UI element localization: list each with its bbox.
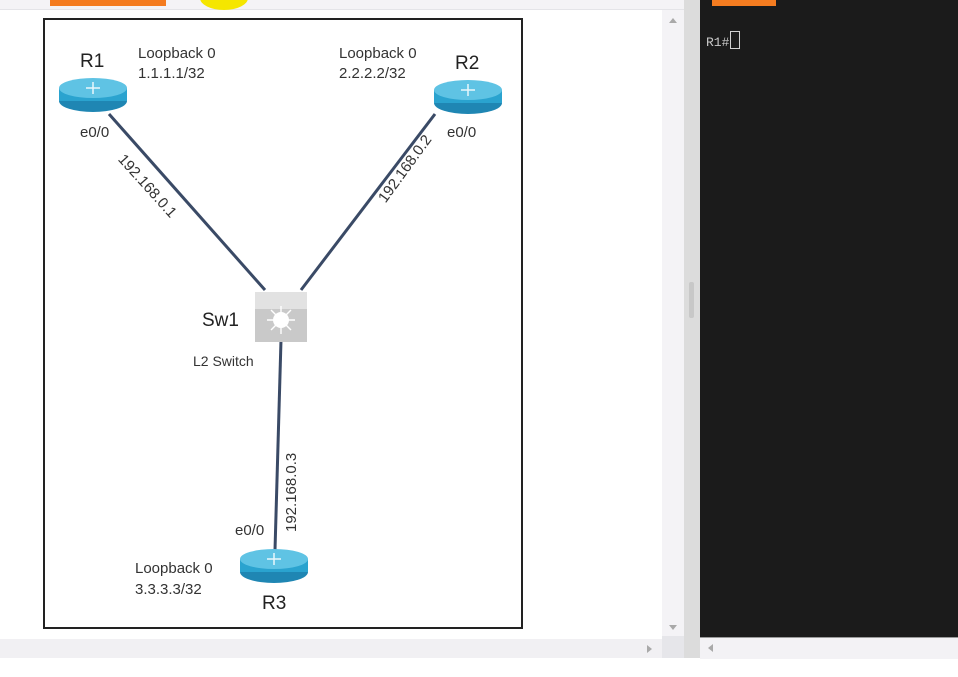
router-icon-r3[interactable] [239,548,309,584]
r3-link-ip: 192.168.0.3 [283,452,300,532]
terminal-prompt: R1# [706,35,730,50]
r2-interface: e0/0 [447,124,477,141]
r1-interface: e0/0 [80,124,110,141]
r3-loopback-label: Loopback 0 [135,560,213,577]
r2-loopback-label: Loopback 0 [339,45,417,62]
r2-name: R2 [455,53,480,74]
switch-type-label: L2 Switch [193,353,254,369]
pane-splitter[interactable] [684,0,700,658]
splitter-grip-handle[interactable] [689,282,694,318]
topology-links [107,113,437,551]
router-icon-r2[interactable] [433,79,503,115]
terminal-cursor [730,31,741,49]
left-vertical-scrollbar[interactable] [662,10,684,636]
scroll-down-arrow-icon[interactable] [669,625,677,630]
r3-name: R3 [262,593,287,614]
mouse-cursor-highlight [200,0,248,10]
left-horizontal-scrollbar[interactable] [0,639,662,658]
switch-icon-sw1[interactable] [255,292,307,342]
network-topology-diagram: R1 Loopback 0 1.1.1.1/32 e0/0 192.168.0.… [43,18,523,629]
r3-interface: e0/0 [235,522,265,539]
link-r1-sw1 [107,113,267,291]
tab-topology-active[interactable] [50,0,166,6]
link-r2-sw1 [299,113,437,291]
scroll-right-arrow-icon[interactable] [647,645,652,653]
link-r3-sw1 [273,339,283,551]
r2-loopback-ip: 2.2.2.2/32 [339,65,406,82]
topology-pane: R1 Loopback 0 1.1.1.1/32 e0/0 192.168.0.… [0,0,684,658]
left-tab-strip [0,0,684,10]
scroll-left-arrow-icon[interactable] [708,644,713,652]
r1-loopback-ip: 1.1.1.1/32 [138,65,205,82]
terminal-horizontal-scrollbar[interactable] [700,637,958,659]
terminal-prompt-line[interactable]: R1# [706,31,741,50]
router-icon-r1[interactable] [58,77,128,113]
r3-loopback-ip: 3.3.3.3/32 [135,581,202,598]
terminal-console[interactable] [700,0,958,637]
r1-name: R1 [80,51,105,72]
switch-name: Sw1 [202,310,239,331]
scroll-up-arrow-icon[interactable] [669,18,677,23]
tab-terminal-r1-active[interactable] [712,0,776,6]
scrollbar-corner [662,636,684,658]
r1-loopback-label: Loopback 0 [138,45,216,62]
